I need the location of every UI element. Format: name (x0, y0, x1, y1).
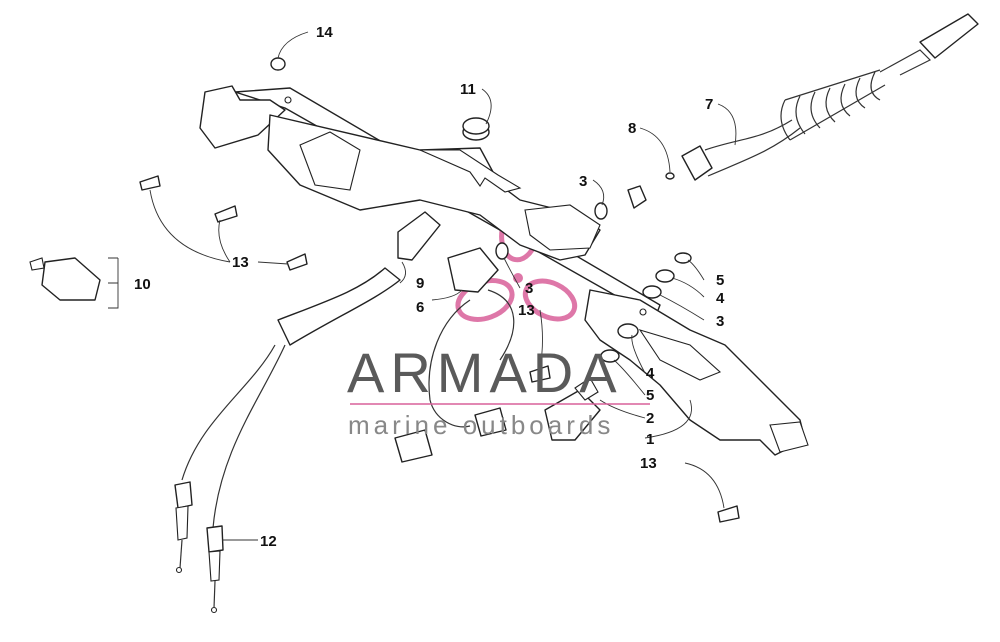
callout-1: 1 (646, 431, 654, 448)
callout-4-low: 4 (646, 365, 655, 382)
leader-lines (108, 31, 737, 541)
callout-10: 10 (134, 276, 151, 293)
callout-3-mid: 3 (525, 280, 533, 297)
plug-part-14 (270, 57, 286, 71)
cover-part-10 (41, 257, 101, 301)
callout-6: 6 (416, 299, 424, 316)
callout-13-mid: 13 (518, 302, 535, 319)
callout-4-top: 4 (716, 290, 725, 307)
ignition-switch-part-6 (394, 247, 515, 463)
callout-14: 14 (316, 24, 333, 41)
relay-part-2 (544, 377, 601, 441)
watermark-brand: ARMADA (347, 341, 623, 404)
callout-11: 11 (460, 81, 476, 98)
screw-part-8 (665, 172, 675, 180)
callout-5-top: 5 (716, 272, 724, 289)
watermark: ARMADA marine outboards (347, 341, 650, 440)
watermark-tagline: marine outboards (348, 410, 614, 440)
callout-9: 9 (416, 275, 424, 292)
dash-frame (199, 85, 809, 456)
callout-13-low: 13 (640, 455, 657, 472)
callout-2: 2 (646, 410, 654, 427)
callout-13-left: 13 (232, 254, 249, 271)
nut-part-3 (627, 185, 647, 209)
switch-harness-part-9 (174, 211, 441, 614)
pin-part-10 (29, 257, 45, 271)
callout-7: 7 (705, 96, 713, 113)
washer-parts (495, 202, 692, 363)
grommet-part-11 (462, 117, 490, 141)
callout-5-low: 5 (646, 387, 654, 404)
callout-labels: 14 11 7 8 3 13 10 9 6 3 13 5 4 3 4 5 2 1… (134, 24, 725, 550)
callout-3-right: 3 (716, 313, 724, 330)
callout-12: 12 (260, 533, 277, 550)
callout-3-top: 3 (579, 173, 587, 190)
callout-8: 8 (628, 120, 636, 137)
screw-part-13 (139, 175, 740, 523)
lanyard-part-7 (681, 13, 979, 181)
